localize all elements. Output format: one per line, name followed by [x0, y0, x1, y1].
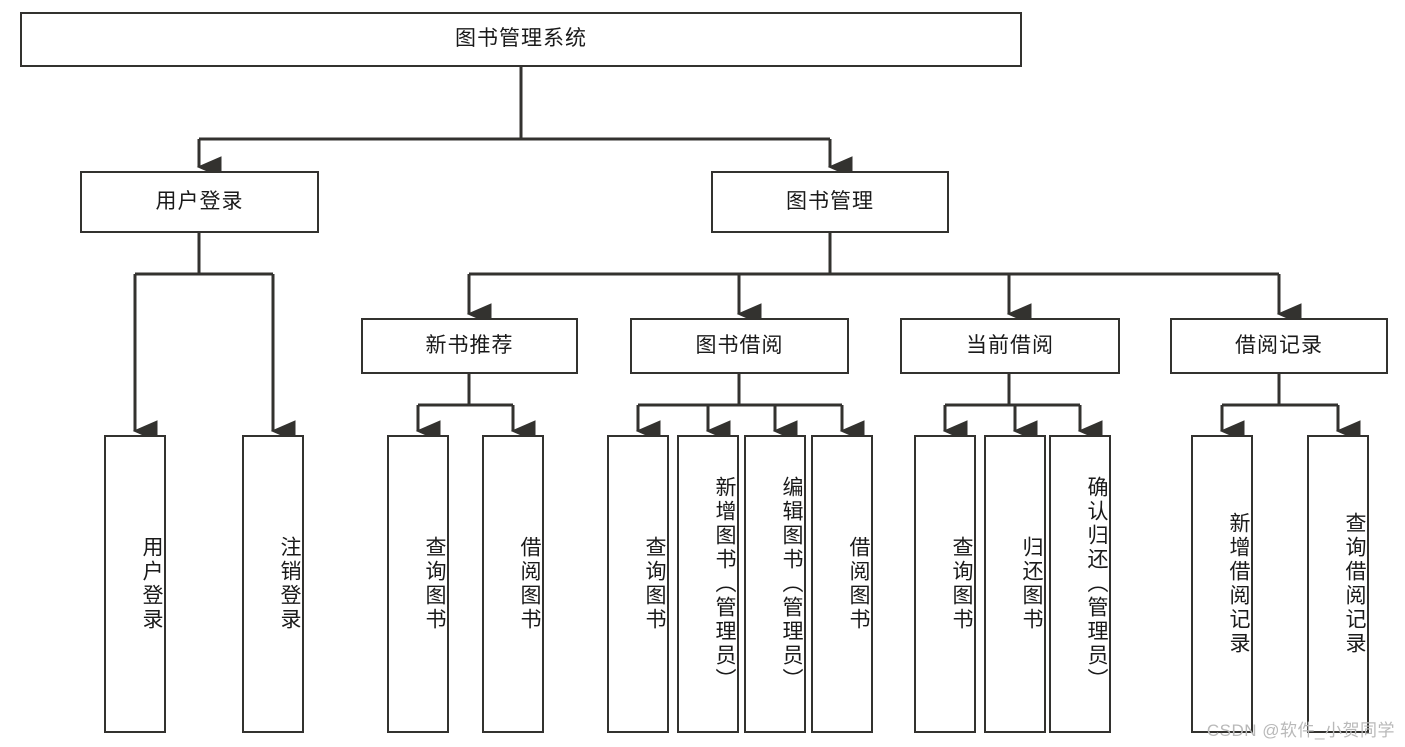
node-leaf-add-record-label: 新增借阅记录 — [1227, 512, 1250, 656]
node-book-borrow[interactable]: 图书借阅 — [630, 318, 849, 374]
watermark: CSDN @软件_小贺同学 — [1206, 721, 1395, 740]
node-leaf-logout-label: 注销登录 — [278, 536, 301, 632]
node-leaf-borrow-book-2-label: 借阅图书 — [847, 536, 870, 632]
node-leaf-return-book[interactable]: 归还图书 — [984, 435, 1046, 733]
node-leaf-query-book-2[interactable]: 查询图书 — [607, 435, 669, 733]
node-borrow-record[interactable]: 借阅记录 — [1170, 318, 1388, 374]
node-book-management[interactable]: 图书管理 — [711, 171, 949, 233]
node-leaf-add-book-label: 新增图书（管理员） — [713, 476, 736, 692]
node-leaf-confirm-return[interactable]: 确认归还（管理员） — [1049, 435, 1111, 733]
node-leaf-add-record[interactable]: 新增借阅记录 — [1191, 435, 1253, 733]
node-leaf-query-record[interactable]: 查询借阅记录 — [1307, 435, 1369, 733]
node-new-book-recommend[interactable]: 新书推荐 — [361, 318, 578, 374]
node-leaf-edit-book-label: 编辑图书（管理员） — [780, 476, 803, 692]
node-leaf-return-book-label: 归还图书 — [1020, 536, 1043, 632]
node-borrow-record-label: 借阅记录 — [1235, 333, 1323, 357]
node-leaf-confirm-return-label: 确认归还（管理员） — [1085, 476, 1108, 692]
node-current-borrow[interactable]: 当前借阅 — [900, 318, 1120, 374]
node-leaf-query-book-2-label: 查询图书 — [643, 536, 666, 632]
node-leaf-add-book[interactable]: 新增图书（管理员） — [677, 435, 739, 733]
node-leaf-borrow-book-1[interactable]: 借阅图书 — [482, 435, 544, 733]
node-leaf-query-book-1-label: 查询图书 — [423, 536, 446, 632]
node-book-borrow-label: 图书借阅 — [695, 333, 784, 357]
node-book-management-label: 图书管理 — [786, 189, 874, 213]
node-leaf-edit-book[interactable]: 编辑图书（管理员） — [744, 435, 806, 733]
node-current-borrow-label: 当前借阅 — [966, 333, 1054, 357]
node-user-login[interactable]: 用户登录 — [80, 171, 319, 233]
node-leaf-borrow-book-2[interactable]: 借阅图书 — [811, 435, 873, 733]
node-leaf-query-book-1[interactable]: 查询图书 — [387, 435, 449, 733]
node-leaf-user-login[interactable]: 用户登录 — [104, 435, 166, 733]
node-root-label: 图书管理系统 — [455, 27, 587, 51]
node-leaf-user-login-label: 用户登录 — [140, 536, 163, 632]
node-user-login-label: 用户登录 — [155, 189, 244, 213]
node-new-book-recommend-label: 新书推荐 — [425, 333, 514, 357]
node-root[interactable]: 图书管理系统 — [20, 12, 1022, 67]
node-leaf-query-book-3[interactable]: 查询图书 — [914, 435, 976, 733]
node-leaf-borrow-book-1-label: 借阅图书 — [518, 536, 541, 632]
node-leaf-query-book-3-label: 查询图书 — [950, 536, 973, 632]
node-leaf-logout[interactable]: 注销登录 — [242, 435, 304, 733]
node-leaf-query-record-label: 查询借阅记录 — [1343, 512, 1366, 656]
